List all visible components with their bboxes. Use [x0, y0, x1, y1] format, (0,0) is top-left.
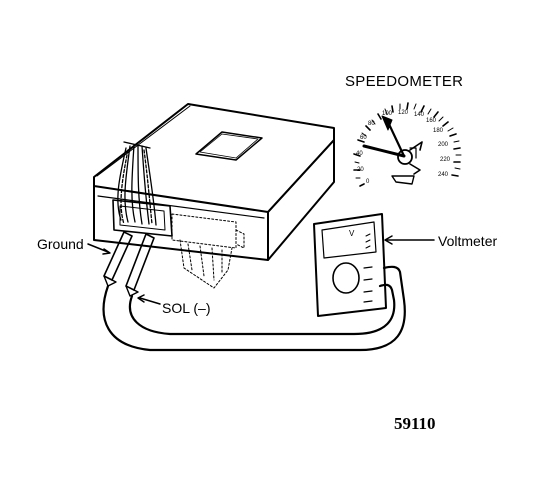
speedo-tick-220: 220	[440, 157, 451, 163]
speedo-tick-240: 240	[438, 172, 449, 178]
voltmeter-unit-label: V	[349, 229, 355, 238]
control-module	[93, 103, 335, 261]
speedo-tick-40: 40	[356, 151, 363, 157]
speedo-tick-200: 200	[438, 142, 449, 148]
speedo-tick-180: 180	[433, 128, 444, 134]
connector-plug-dashed	[171, 213, 245, 289]
voltmeter-label: Voltmeter	[438, 233, 498, 249]
leader-arrows	[87, 235, 435, 305]
speedo-tick-20: 20	[357, 167, 364, 173]
ground-probe	[103, 231, 133, 287]
sol-probe	[125, 233, 155, 297]
speedo-tick-0: 0	[366, 179, 370, 185]
speedo-tick-160: 160	[426, 118, 437, 124]
speedo-tick-140: 140	[414, 112, 425, 118]
speedometer-label: SPEEDOMETER	[345, 73, 464, 90]
speedo-tick-80: 80	[368, 121, 375, 127]
figure-number: 59110	[394, 414, 436, 433]
wire-harness	[117, 141, 157, 226]
speedometer-gauge	[353, 102, 462, 187]
wiring-connector	[112, 199, 173, 237]
sol-minus-label: SOL (–)	[162, 300, 211, 316]
speedo-tick-120: 120	[398, 110, 409, 116]
speedo-tick-60: 60	[360, 135, 367, 141]
voltmeter	[313, 213, 387, 317]
test-leads	[102, 265, 406, 352]
speedo-tick-100: 100	[382, 111, 393, 117]
ground-label: Ground	[37, 236, 84, 252]
